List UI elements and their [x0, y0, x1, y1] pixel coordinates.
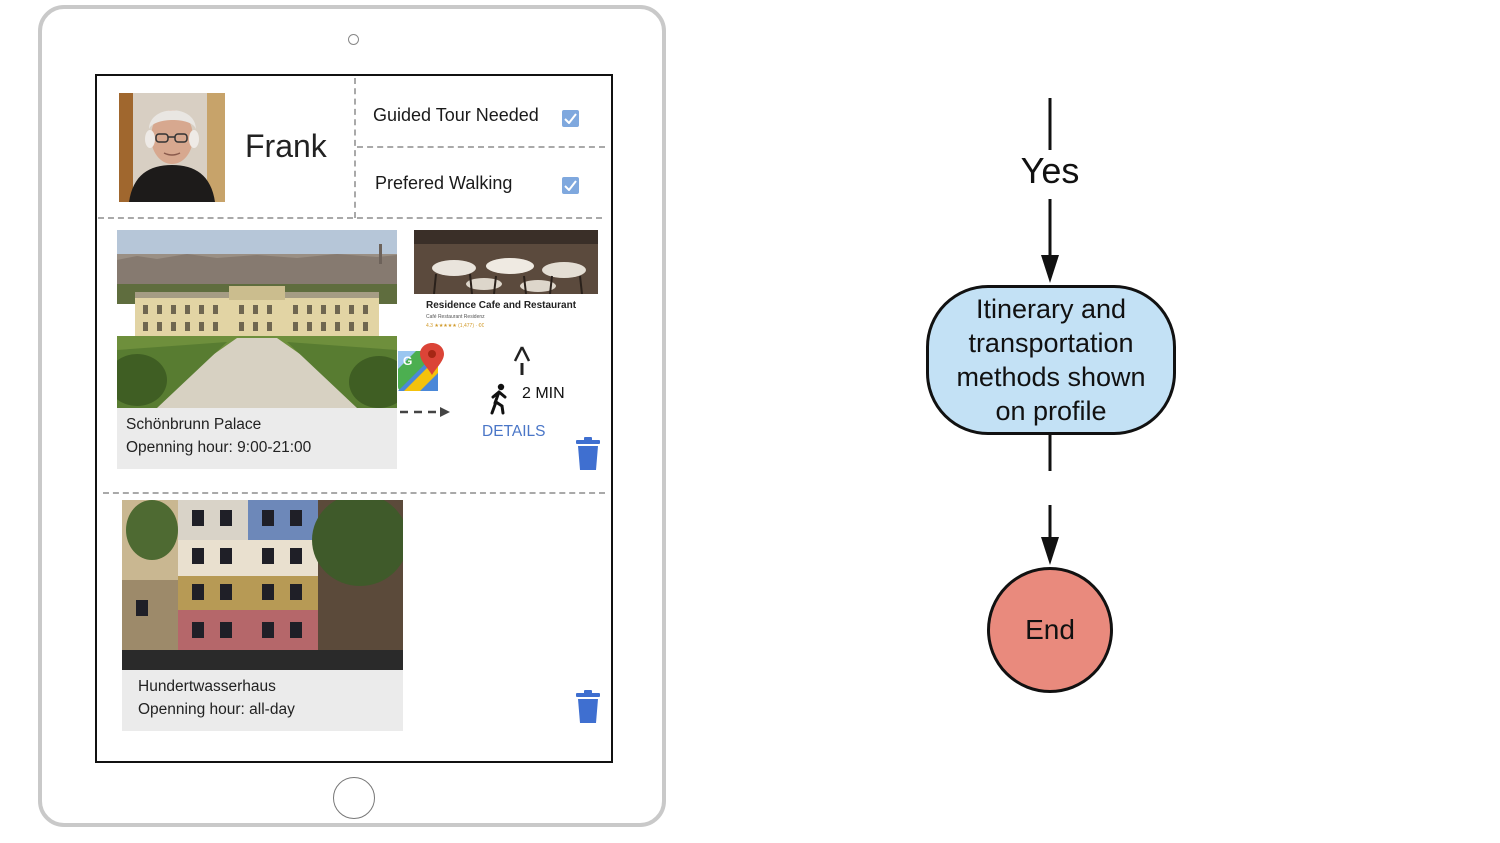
palace-photo[interactable]: [117, 230, 397, 408]
google-maps-icon[interactable]: G: [398, 343, 446, 391]
walk-time: 2 MIN: [522, 385, 565, 402]
pref-label-walking: Prefered Walking: [375, 173, 513, 193]
delete-trash-icon[interactable]: [575, 437, 601, 471]
route-arrow: [400, 407, 450, 417]
guided-tour-checkbox[interactable]: [562, 110, 579, 127]
map-badge: G: [403, 354, 412, 368]
process-node: Itinerary and transportation methods sho…: [926, 285, 1176, 435]
opening-hours: Openning hour: all-day: [138, 701, 295, 718]
place-name: Schönbrunn Palace: [126, 416, 262, 433]
delete-trash-icon[interactable]: [575, 690, 601, 724]
walking-icon: [490, 383, 507, 415]
restaurant-photo: [414, 230, 598, 294]
itinerary-card-caption: Hundertwasserhaus Openning hour: all-day: [122, 670, 403, 731]
restaurant-subtitle: Café Restaurant Residenz: [426, 314, 485, 320]
hundertwasserhaus-photo[interactable]: [122, 500, 403, 670]
end-node: End: [987, 567, 1113, 693]
profile-divider: [354, 78, 356, 218]
restaurant-suggestion-card[interactable]: Residence Cafe and Restaurant Café Resta…: [414, 230, 598, 342]
preferences-divider: [357, 146, 605, 148]
flowchart-connectors: [1041, 98, 1059, 565]
arrowhead-icon: [1041, 255, 1059, 283]
restaurant-name: Residence Cafe and Restaurant: [426, 300, 577, 311]
camera-icon: [348, 34, 359, 45]
details-link[interactable]: DETAILS: [482, 423, 546, 440]
checkmark-icon: [564, 113, 577, 124]
place-name: Hundertwasserhaus: [138, 678, 276, 695]
restaurant-rating: 4.3 ★★★★★ (1,477) · €€: [426, 323, 484, 329]
avatar: [119, 93, 225, 202]
itinerary-divider: [103, 492, 605, 494]
itinerary-card-caption: Schönbrunn Palace Openning hour: 9:00-21…: [117, 408, 397, 469]
edge-label-yes: Yes: [1020, 150, 1080, 191]
prefered-walking-checkbox[interactable]: [562, 177, 579, 194]
profile-section-divider: [98, 217, 602, 219]
home-button[interactable]: [333, 777, 375, 819]
profile-name: Frank: [245, 128, 327, 164]
opening-hours: Openning hour: 9:00-21:00: [126, 439, 312, 456]
direction-arrow-icon: [513, 346, 531, 375]
end-node-text: End: [1025, 614, 1075, 645]
arrowhead-icon: [1041, 537, 1059, 565]
pref-label-guided-tour: Guided Tour Needed: [373, 105, 539, 125]
checkmark-icon: [564, 180, 577, 191]
process-node-text: Itinerary and transportation methods sho…: [956, 294, 1146, 426]
